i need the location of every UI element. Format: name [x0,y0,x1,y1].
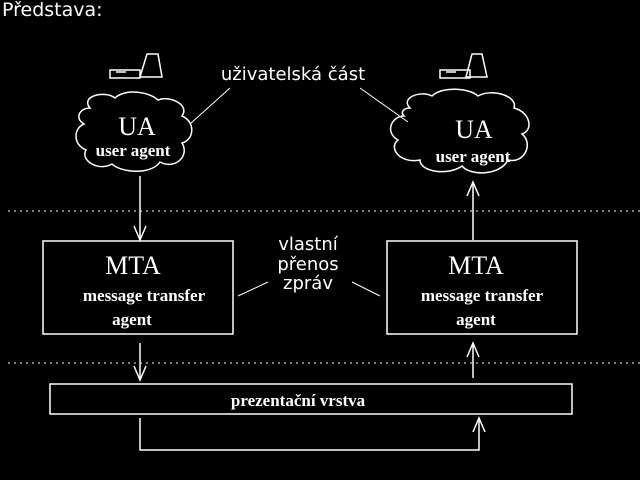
presentation-label: prezentační vrstva [231,391,366,410]
bottom-loop-arrow [139,416,486,451]
arrow-mta-to-presentation-left [133,343,147,382]
transfer-label: vlastní přenos zpráv [277,234,338,294]
transfer-label-line3: zpráv [283,273,333,294]
right-mta-line2: agent [456,310,496,329]
right-ua-title: UA [455,115,493,144]
transfer-label-line1: vlastní [278,234,339,255]
arrow-presentation-to-mta-right [466,341,480,378]
left-ua-title: UA [118,112,156,141]
computer-icon [109,53,163,79]
transfer-connector-right [351,281,381,297]
left-ua-subtitle: user agent [96,141,171,160]
transfer-label-line2: přenos [277,254,338,275]
left-mta-title: MTA [105,251,161,280]
user-part-label: uživatelská část [221,64,365,85]
right-ua-subtitle: user agent [436,147,511,166]
left-ua-cloud: UA user agent [75,91,193,172]
arrow-mta-to-ua-right [466,180,480,240]
page-title: Představa: [2,0,103,21]
right-mta-box: MTA message transfer agent [386,240,578,335]
left-mta-line1: message transfer [83,286,206,305]
transfer-connector-left [237,281,269,297]
left-mta-line2: agent [112,310,152,329]
computer-icon [439,53,488,79]
right-ua-cloud: UA user agent [389,88,530,174]
arrow-ua-to-mta-left [133,176,147,242]
label-connector-left [189,87,231,125]
left-mta-box: MTA message transfer agent [42,240,234,335]
presentation-layer-box: prezentační vrstva [49,383,573,415]
right-mta-line1: message transfer [421,286,544,305]
right-mta-title: MTA [448,251,504,280]
